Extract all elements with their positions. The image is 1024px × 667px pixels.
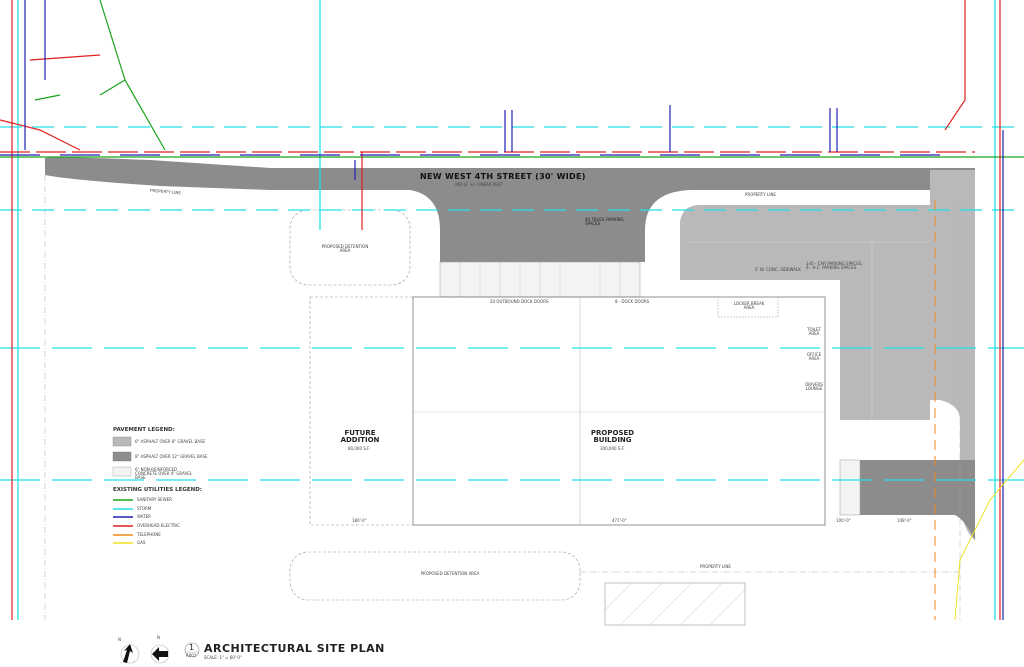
detail-number: 1 <box>189 643 195 652</box>
water-lines <box>0 0 1004 620</box>
utilities-legend-item: TELEPHONE <box>137 532 161 537</box>
proposed-building-label: PROPOSED BUILDING <box>590 429 635 444</box>
future-addition-label: FUTURE ADDITION <box>340 429 380 444</box>
project-north-arrow-icon <box>150 644 170 664</box>
driveway-curve-right <box>645 190 690 230</box>
pavement-legend-title: PAVEMENT LEGEND: <box>113 427 175 433</box>
truck-court <box>440 190 645 262</box>
hatched-area <box>604 582 746 626</box>
sheet-number: A001 <box>186 653 197 658</box>
drivers-label: DRIVERS LOUNGE <box>805 382 823 391</box>
locker-break-room <box>717 296 779 318</box>
property-line-label: PROPERTY LINE <box>700 564 731 569</box>
dimension: 477'-0" <box>612 518 627 523</box>
office-label: OFFICE AREA <box>806 352 822 361</box>
pavement-legend-item: 6" NON-REINFORCED CONCRETE OVER 4" GRAVE… <box>135 467 193 480</box>
detention-area-bottom <box>289 551 581 601</box>
utilities-legend-item: GAS <box>137 540 146 545</box>
north-arrow-icon <box>120 644 140 664</box>
north-label: N <box>118 637 121 642</box>
proposed-building-outline <box>412 296 826 526</box>
street-sub: 900 LF +/- LINEAR FEET <box>455 182 503 187</box>
pavement-legend-item: 8" ASPHALT OVER 12" GRAVEL BASE <box>135 454 208 459</box>
inbound-doors-label: 8 - DOCK DOORS <box>615 299 650 304</box>
proposed-building-area: 300,000 S.F. <box>600 446 625 451</box>
car-parking-label: 140 - CAR PARKING SPACES, 6 - H.C. PARKI… <box>806 261 863 270</box>
drawing-title: ARCHITECTURAL SITE PLAN <box>204 642 385 655</box>
electric-lines <box>0 0 1001 620</box>
property-line-label: PROPERTY LINE <box>745 192 776 197</box>
north-label: N <box>157 635 160 640</box>
future-addition-area: 80,000 S.F. <box>348 446 371 451</box>
gas-line <box>954 459 1024 621</box>
driveway-curve-left <box>410 190 440 230</box>
street-name: NEW WEST 4TH STREET (30' WIDE) <box>420 172 586 181</box>
drawing-scale: SCALE: 1" = 60'-0" <box>204 655 242 660</box>
dimension: 180'-0" <box>352 518 367 523</box>
utilities-legend-item: OVERHEAD ELECTRIC <box>137 523 181 528</box>
detail-bubble <box>184 642 200 658</box>
future-addition-outline <box>309 296 414 526</box>
utilities-legend-item: WATER <box>137 514 151 519</box>
utilities-legend-title: EXISTING UTILITIES LEGEND: <box>113 487 202 493</box>
east-entrance <box>860 460 975 540</box>
outbound-doors-label: 20 OUTBOUND DOCK DOORS <box>490 299 549 304</box>
dimension: 148'-0" <box>897 518 912 523</box>
detention-label-top: PROPOSED DETENTION AREA <box>321 244 369 253</box>
detention-label-bottom: PROPOSED DETENTION AREA <box>420 571 480 576</box>
utilities-legend-item: STORM <box>137 506 152 511</box>
dimension: 100'-0" <box>836 518 851 523</box>
utilities-legend-item: SANITARY SEWER <box>137 497 172 502</box>
car-parking-lot <box>680 205 930 420</box>
detention-area-top <box>289 209 411 286</box>
east-concrete-pad <box>839 459 861 516</box>
sanitary-lines <box>0 0 1024 158</box>
east-driveway <box>930 170 975 540</box>
truck-parking-label: 40 TRUCK PARKING SPACES <box>585 217 624 226</box>
pavement-legend-item: 6" ASPHALT OVER 8" GRAVEL BASE <box>135 439 206 444</box>
sidewalk-label: 5' W. CONC. SIDEWALK <box>755 267 801 272</box>
toilet-label: TOILET AREA <box>807 327 821 336</box>
street-pavement <box>45 157 975 190</box>
locker-break-label: LOCKER BREAK AREA <box>733 301 765 310</box>
